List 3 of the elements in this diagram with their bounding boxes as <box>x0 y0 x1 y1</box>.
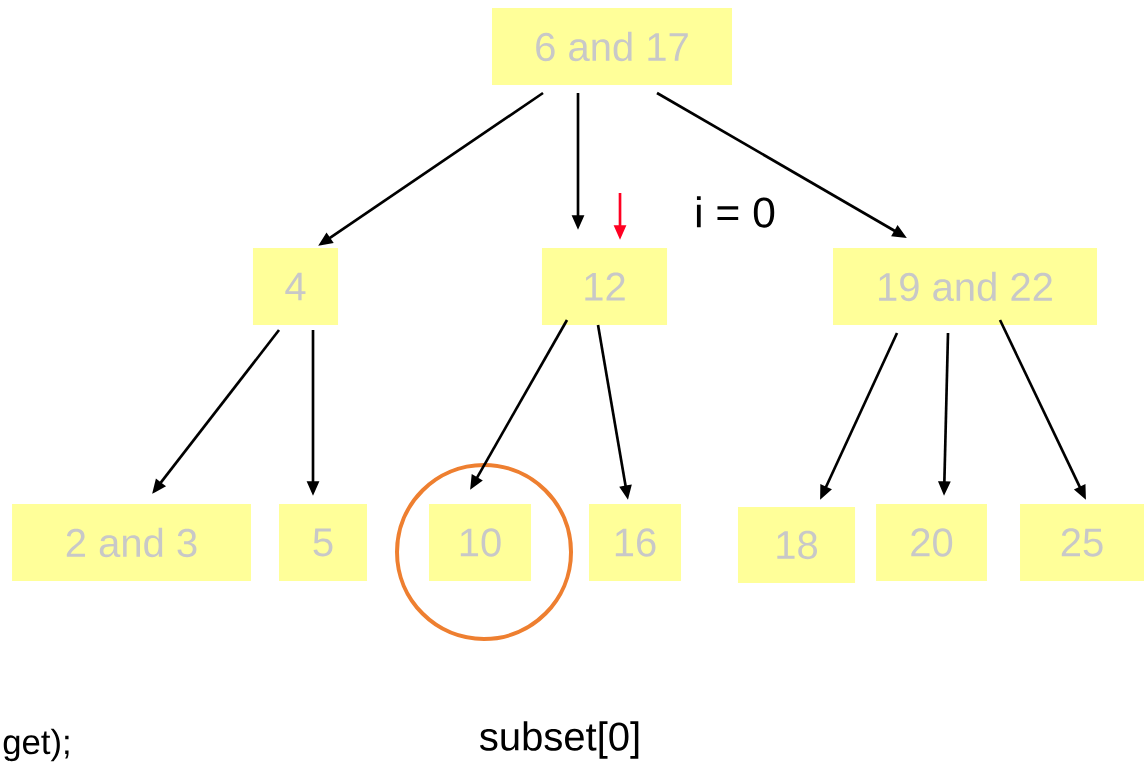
index-label: i = 0 <box>696 196 775 228</box>
code-fragment: get); <box>3 728 69 762</box>
subset-label: subset[0] <box>479 721 639 759</box>
